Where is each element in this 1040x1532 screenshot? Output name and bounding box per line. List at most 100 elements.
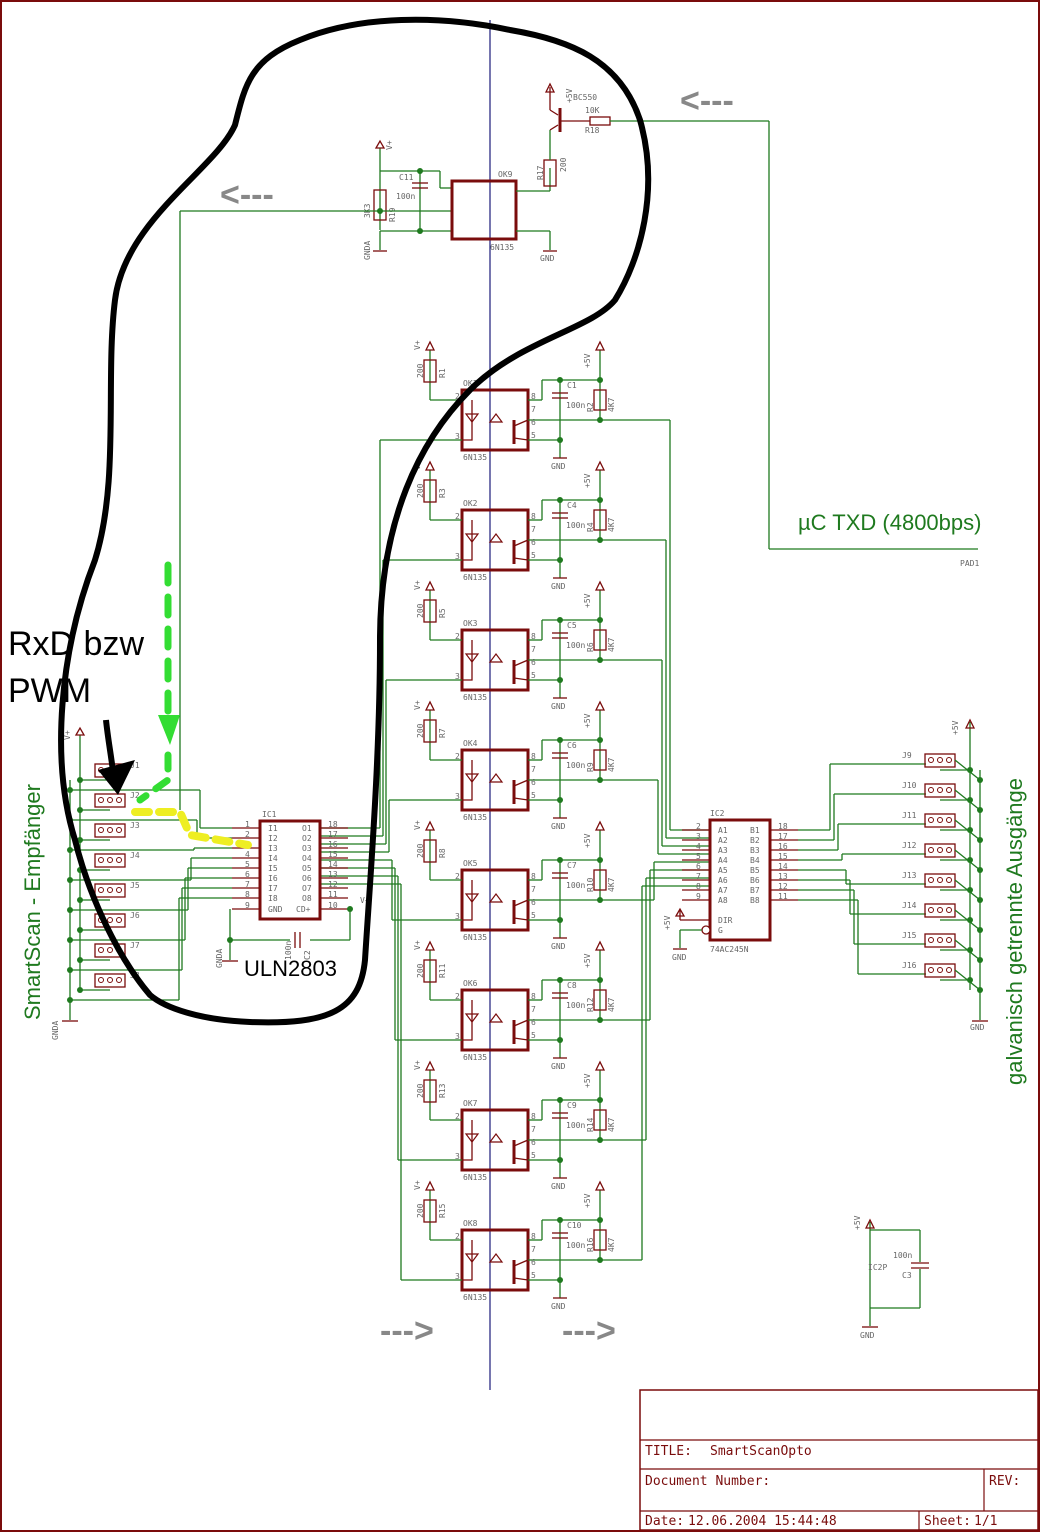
pin-label: 8: [531, 512, 536, 521]
opto-plus5v-label: +5V: [583, 953, 592, 968]
pin-label: 2: [455, 992, 460, 1001]
ic1-output-label: O2: [302, 834, 312, 843]
pin-label: 8: [531, 752, 536, 761]
opto-rin-label: R5: [438, 608, 447, 618]
pin-label: 8: [531, 392, 536, 401]
pin-label: 8: [531, 1232, 536, 1241]
pwm-annotation: PWM: [8, 672, 91, 710]
opto-label: OK5: [463, 859, 478, 868]
ic2-a-label: A2: [718, 836, 728, 845]
opto-label: OK4: [463, 739, 478, 748]
ic1-pin-number: 9: [245, 901, 250, 910]
pin-label: 3: [455, 552, 460, 561]
ic2-b-label: B7: [750, 886, 760, 895]
ic1-pin-number: 16: [328, 840, 338, 849]
ic2-b-label: B3: [750, 846, 760, 855]
pin-label: 2: [455, 1232, 460, 1241]
pin-label: 3: [455, 432, 460, 441]
right-gnd-label: GND: [970, 1023, 985, 1032]
ic1-input-label: I3: [268, 844, 278, 853]
ic1-pin-number: 10: [328, 901, 338, 910]
arrow-right-1: --->: [380, 1312, 434, 1350]
connector-j11: J11: [902, 811, 983, 843]
ic2-a-label: A3: [718, 846, 728, 855]
pin-label: 5: [531, 551, 536, 560]
opto-gnd-label: GND: [551, 1062, 566, 1071]
title-label: TITLE:: [645, 1444, 692, 1459]
r19-label: R19: [388, 207, 397, 222]
pin-label: 3: [455, 1272, 460, 1281]
ic1-pin-number: 13: [328, 870, 338, 879]
c3-value: 100n: [893, 1251, 912, 1260]
right-plus5v-label: +5V: [951, 720, 960, 735]
ic1-label: IC1: [262, 810, 277, 819]
bc550-label: BC550: [573, 93, 597, 102]
ic2-pin-number: 16: [778, 842, 788, 851]
ic2-a-label: A5: [718, 866, 728, 875]
opto-cap-label: C6: [567, 741, 577, 750]
pin-label: 5: [531, 1031, 536, 1040]
ok9-section: V+ 3K3 R19 C11 100n GNDA OK9 6N135: [179, 82, 979, 810]
sheet-value: 1/1: [974, 1514, 997, 1529]
ic2-pin-number: 6: [696, 862, 701, 871]
opto-rin-value: 200: [416, 483, 425, 498]
opto-rin-label: R13: [438, 1083, 447, 1098]
pin-label: 2: [455, 752, 460, 761]
pin-label: 6: [531, 658, 536, 667]
ic1-pin-number: 17: [328, 830, 338, 839]
ic2-pin-number: 7: [696, 872, 701, 881]
opto-vplus-label: V+: [413, 340, 422, 350]
pin-label: 5: [531, 671, 536, 680]
ic2-b-label: B6: [750, 876, 760, 885]
ok9-body: [450, 179, 518, 241]
uln2803-annotation: ULN2803: [244, 956, 337, 981]
pin-label: 6: [531, 538, 536, 547]
ic2-pin-number: 3: [696, 832, 701, 841]
ic1-pin-number: 7: [245, 880, 250, 889]
pin-label: 8: [531, 1112, 536, 1121]
ic2-pin-number: 12: [778, 882, 788, 891]
pin-label: 2: [455, 512, 460, 521]
opto-cap-label: C5: [567, 621, 577, 630]
opto-label: OK3: [463, 619, 478, 628]
connector-label: J15: [902, 931, 917, 940]
connector-j8: J8: [67, 897, 232, 1003]
pin-label: 2: [455, 1112, 460, 1121]
ic2-pin-number: 2: [696, 822, 701, 831]
opto-gnd-label: GND: [551, 1182, 566, 1191]
opto-rpu-value: 4K7: [607, 877, 616, 892]
opto-plus5v-label: +5V: [583, 713, 592, 728]
opto-rpu-value: 4K7: [607, 757, 616, 772]
opto-rin-value: 200: [416, 1083, 425, 1098]
pin-label: 3: [455, 672, 460, 681]
connector-j14: J14: [902, 901, 983, 933]
date-value: 12.06.2004 15:44:48: [688, 1514, 837, 1529]
opto-rin-value: 200: [416, 1203, 425, 1218]
connector-label: J4: [130, 851, 140, 860]
connector-j10: J10: [902, 781, 983, 813]
opto-rpu-value: 4K7: [607, 1237, 616, 1252]
ic1-output-label: O7: [302, 884, 312, 893]
connector-j7: J7: [67, 887, 232, 973]
hand-drawn-loop: [58, 16, 652, 1026]
ic1-output-label: O3: [302, 844, 312, 853]
connector-label: J12: [902, 841, 917, 850]
opto-part: 6N135: [463, 1293, 487, 1302]
ic2-pin-number: 5: [696, 852, 701, 861]
right-vertical-label: galvanisch getrennte Ausgänge: [1002, 778, 1027, 1085]
ic1-pin-number: 4: [245, 850, 250, 859]
ic1-pin-number: 1: [245, 820, 250, 829]
pin-label: 7: [531, 645, 536, 654]
opto-cap-value: 100n: [566, 761, 585, 770]
opto-vplus-label: V+: [413, 1180, 422, 1190]
pin-label: 5: [531, 1271, 536, 1280]
title-value: SmartScanOpto: [710, 1444, 812, 1459]
connector-j12: J12: [902, 841, 983, 873]
c2-label: C2: [303, 950, 312, 960]
arrow-left-1: <---: [220, 176, 274, 214]
opto-label: OK2: [463, 499, 478, 508]
ic2-gnd-label: GND: [672, 953, 687, 962]
